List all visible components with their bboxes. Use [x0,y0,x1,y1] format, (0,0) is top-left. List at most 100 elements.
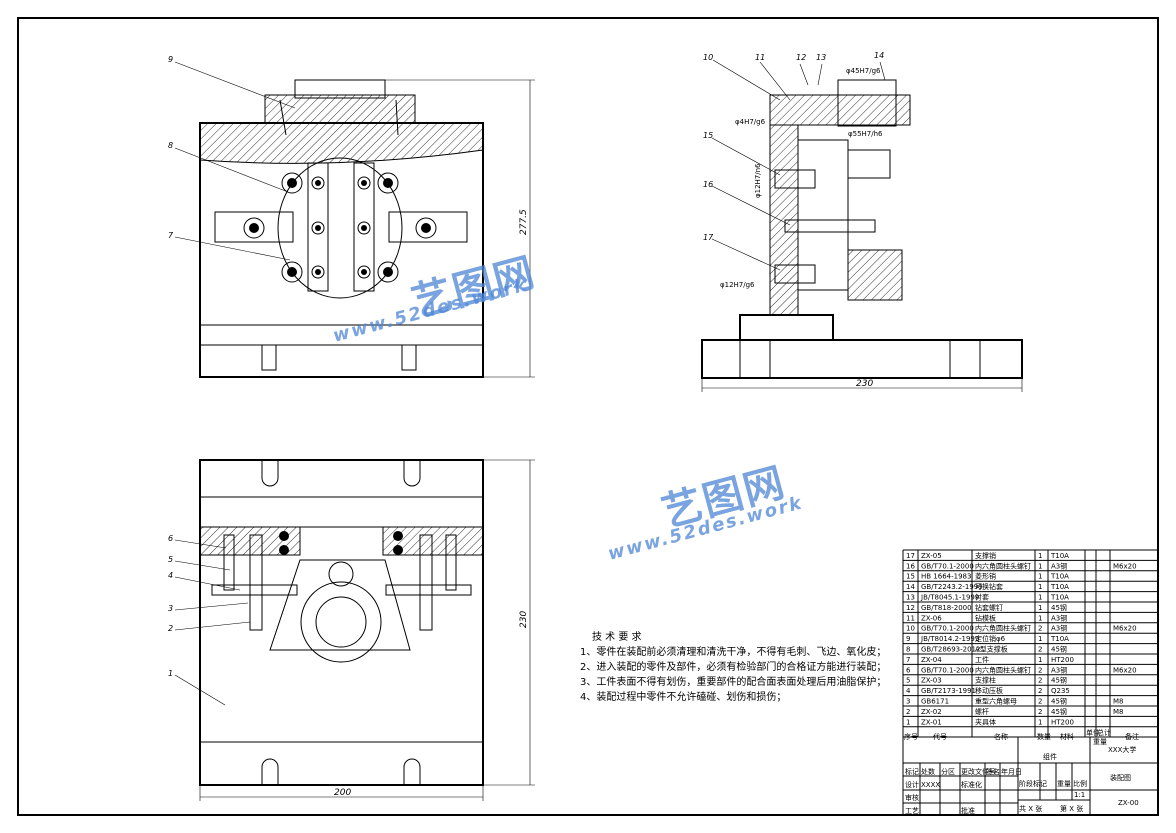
bom-cell-name: 工件 [975,655,989,664]
bom-cell-code: ZX-01 [921,718,942,726]
bom-cell-index: 15 [906,573,915,581]
bom-cell-index: 6 [906,666,911,674]
tb-sheet2: 第 X 张 [1060,804,1083,813]
bom-cell-material: T10A [1050,635,1069,643]
bom-cell-name: 重型六角螺母 [975,697,1017,706]
bom-cell-name: 钻模板 [975,613,996,622]
bom-cell-material: HT200 [1051,656,1074,664]
bom-cell-qty: 1 [1038,604,1042,612]
label-3: 3 [168,604,173,613]
bom-cell-code: GB6171 [921,698,949,706]
tb-change: 更改文件号 [961,767,996,776]
bom-cell-index: 17 [906,552,915,560]
tech-requirements: 技 术 要 求 1、零件在装配前必须清理和清洗干净，不得有毛刺、飞边、氧化皮； … [580,630,886,705]
bom-cell-name: 内六角圆柱头螺钉 [975,561,1031,570]
fit-45: φ45H7/g6 [846,67,881,75]
bom-header: 名称 [994,732,1008,741]
label-9: 9 [168,55,173,64]
bom-cell-index: 4 [906,687,911,695]
bom-cell-name: 支撑销 [975,551,996,560]
bom-cell-name: 内六角圆柱头螺钉 [975,665,1031,674]
front-bolts [243,172,437,283]
bom-cell-material: HT200 [1051,718,1074,726]
bom-cell-code: GB/T2243.2-1999 [921,583,983,591]
bom-cell-qty: 1 [1038,552,1042,560]
label-7: 7 [168,231,174,240]
bom-cell-code: GB/T28693-2012 [921,646,980,654]
top-view: 6 5 4 3 2 1 200 230 [168,459,535,801]
bom-cell-material: A3钢 [1051,561,1067,570]
bom-header: 重量 [1093,738,1107,746]
bom-cell-qty: 2 [1038,687,1042,695]
bom-cell-index: 2 [906,708,910,716]
bom-cell-material: A3钢 [1051,613,1067,622]
bom-cell-material: T10A [1050,583,1069,591]
tb-count: 处数 [921,767,935,776]
tb-school: XXX大学 [1108,745,1136,754]
bom-cell-code: JB/T8045.1-1999 [920,594,979,602]
tb-sheet: 共 X 张 [1019,804,1042,813]
tb-date: 年月日 [1001,767,1022,776]
side-width-dim: 230 [856,379,873,389]
bom-cell-remark: M6x20 [1113,666,1137,674]
bom-header: 单件 [1086,728,1100,737]
tech-item: 4、装配过程中零件不允许磕碰、划伤和损伤； [580,692,787,703]
bom-header: 数量 [1037,732,1051,741]
tech-item: 3、工件表面不得有划伤，重要部件的配合面表面处理后用油脂保护； [580,677,887,688]
bom-header: 代号 [933,732,947,741]
label-14: 14 [874,51,884,60]
label-8: 8 [168,141,173,150]
bom-cell-material: Q235 [1051,687,1070,695]
bom-cell-material: 45钢 [1051,676,1067,685]
side-view: 10 11 12 13 14 15 16 17 φ45H7/g6 φ4H7/g6… [701,51,1023,392]
tech-item: 2、进入装配的零件及部件，必须有检验部门的合格证方能进行装配； [580,662,887,673]
label-11: 11 [755,53,765,62]
bom-cell-index: 10 [906,625,915,633]
bom-cell-material: 45钢 [1051,707,1067,716]
bom-cell-qty: 2 [1038,646,1042,654]
bom-cell-name: 衬套 [975,593,989,602]
bom-cell-code: ZX-02 [921,708,942,716]
bom-cell-index: 14 [906,583,915,591]
bom-cell-code: GB/T70.1-2000 [921,625,974,633]
tb-zone: 分区 [941,767,955,776]
bom-cell-qty: 2 [1038,708,1042,716]
label-13: 13 [816,53,826,62]
tb-design: 设计 [905,780,919,789]
tb-ratio: 比例 [1073,779,1087,788]
bom-cell-code: JB/T8014.2-1999 [920,635,979,643]
bom-header: 序号 [904,732,918,741]
label-2: 2 [168,624,173,633]
bom-cell-remark: M6x20 [1113,562,1137,570]
bom-cell-material: 45钢 [1051,645,1067,654]
tb-weight: 重量 [1057,780,1071,788]
tech-item: 1、零件在装配前必须清理和清洗干净，不得有毛刺、飞边、氧化皮； [580,647,887,658]
tb-group: 组件 [1043,752,1057,761]
bom-cell-qty: 1 [1038,583,1042,591]
label-10: 10 [703,53,713,62]
fit-12g6: φ12H7/g6 [720,281,755,289]
bom-cell-code: ZX-04 [921,656,942,664]
label-6: 6 [168,534,173,543]
bom-cell-qty: 2 [1038,666,1042,674]
bom-cell-qty: 1 [1038,635,1042,643]
bom-cell-qty: 1 [1038,614,1042,622]
bom-cell-name: 夹具体 [975,717,996,726]
bom-cell-qty: 1 [1038,718,1042,726]
label-15: 15 [703,131,713,140]
bom-cell-name: 钻套螺钉 [975,603,1003,612]
bom-cell-material: T10A [1050,573,1069,581]
label-4: 4 [168,571,173,580]
bom-cell-qty: 2 [1038,625,1042,633]
bom-header: 总计 [1097,728,1111,737]
title-block: 组件 XXX大学 装配图 ZX-00 1:1 标记 处数 分区 更改文件号 签名… [902,736,1159,816]
bom-cell-index: 9 [906,635,910,643]
bom-cell-code: GB/T70.1-2000 [921,666,974,674]
tb-drawing-name: 装配图 [1110,773,1131,782]
bom-cell-qty: 2 [1038,698,1042,706]
tb-drawing-no: ZX-00 [1118,799,1139,807]
fit-4: φ4H7/g6 [735,118,766,126]
bom-cell-index: 3 [906,698,910,706]
